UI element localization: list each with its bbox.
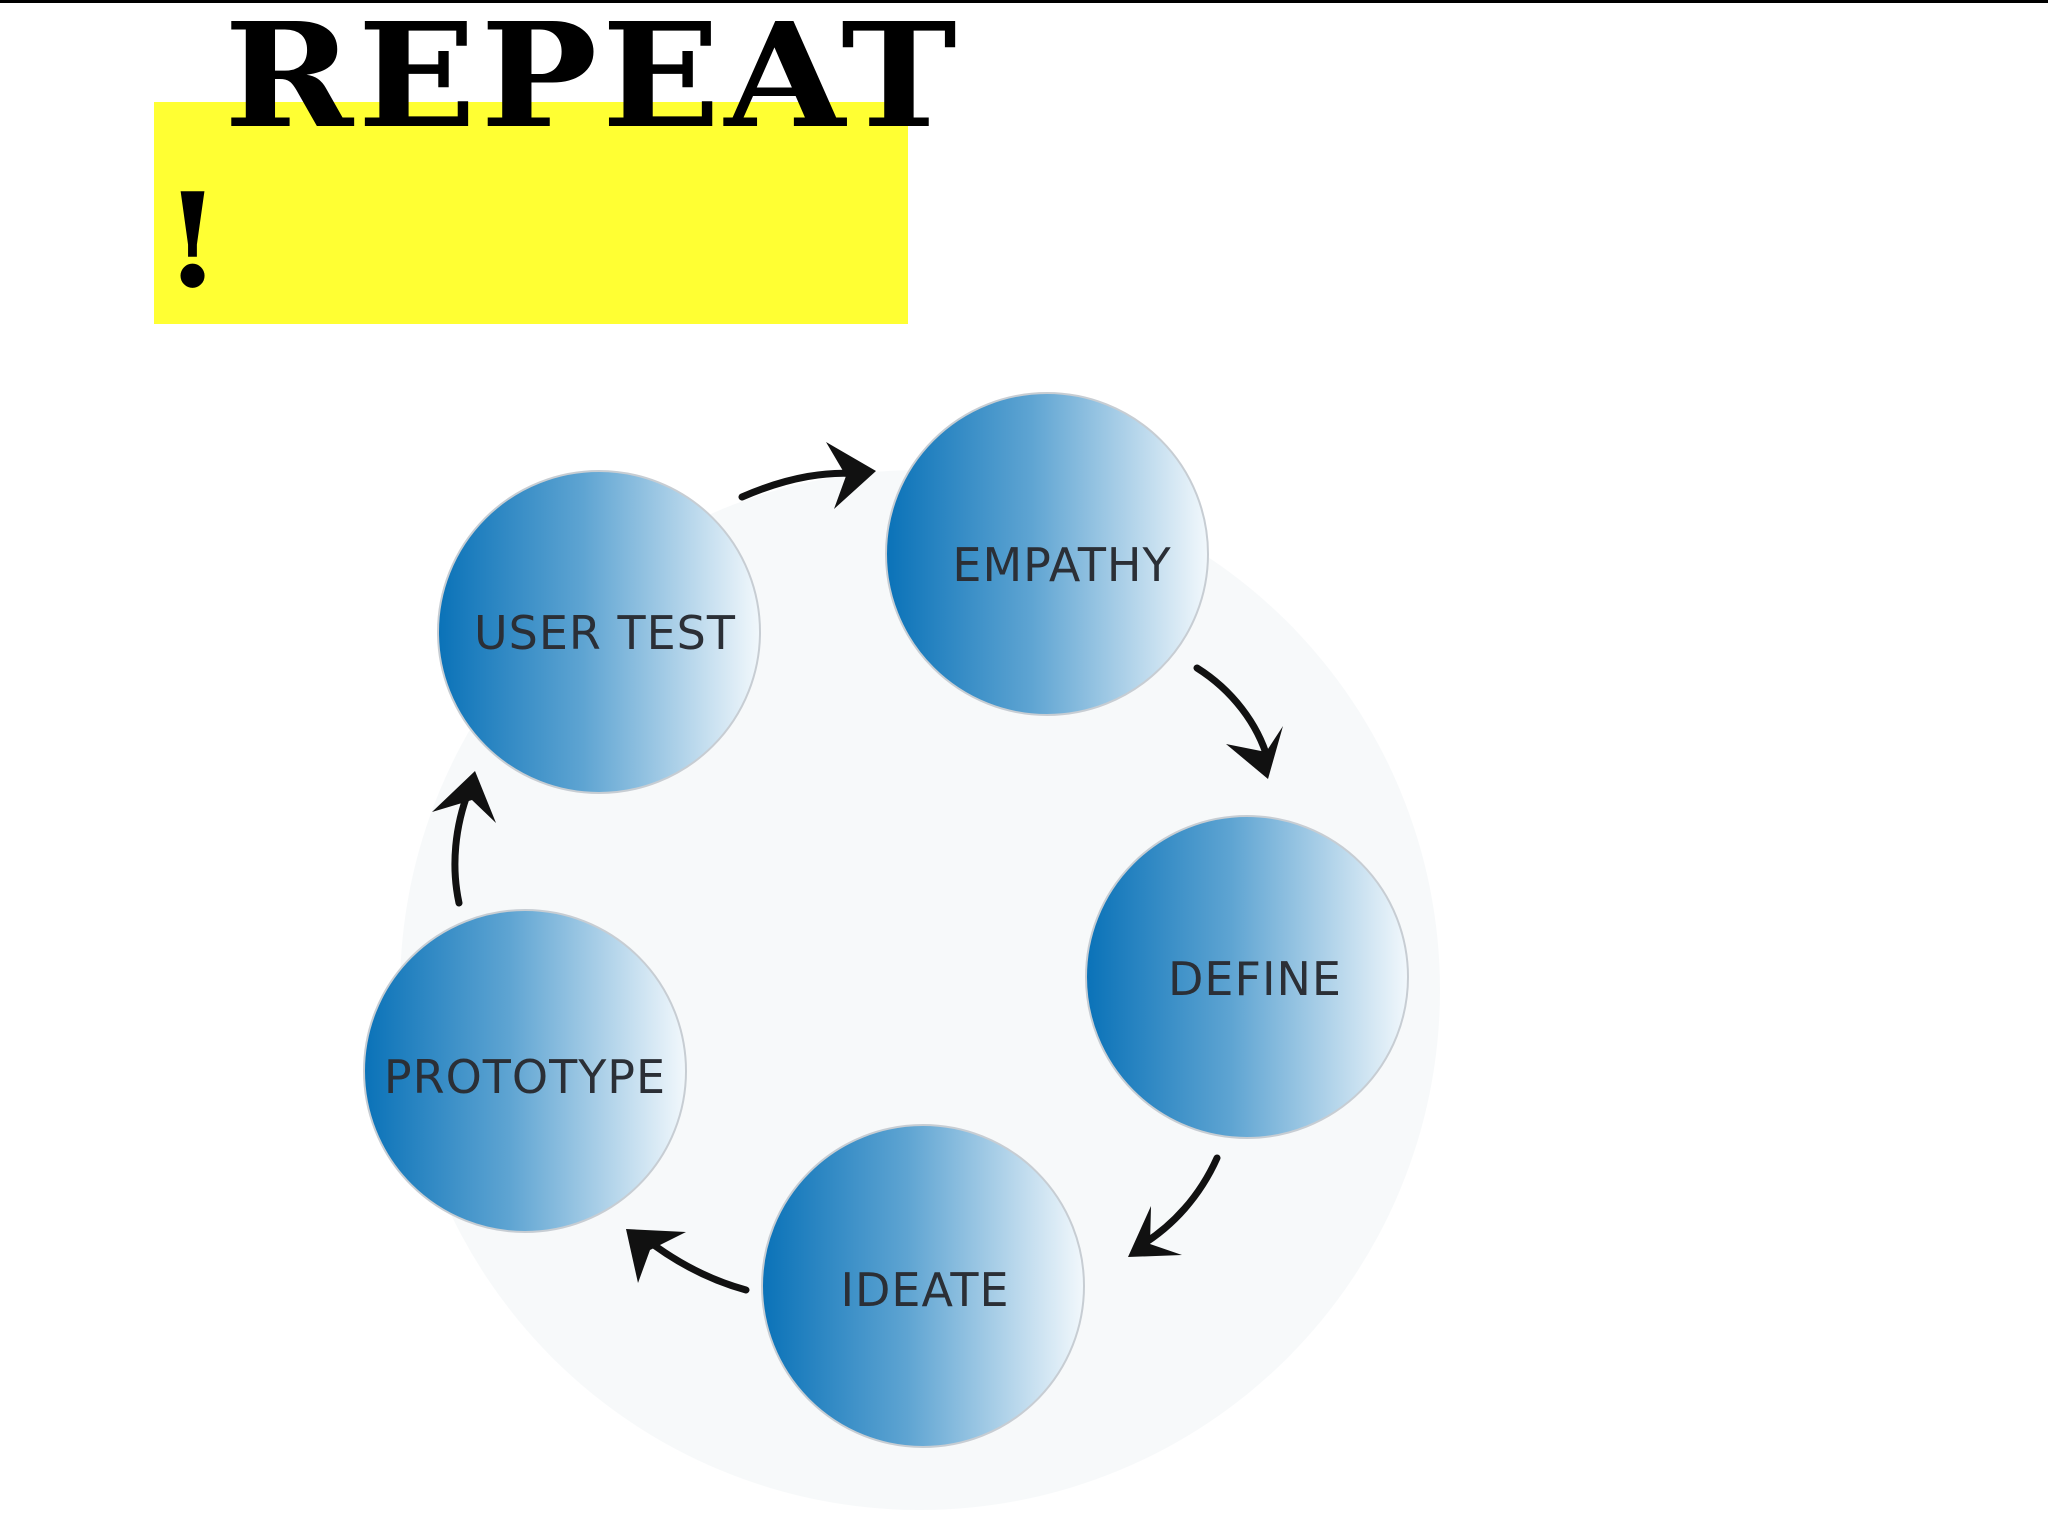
- title-exclamation: !: [164, 164, 222, 317]
- node-ideate: IDEATE: [761, 1124, 1085, 1448]
- arrow-empathy-to-define: [1193, 664, 1283, 779]
- node-prototype: PROTOTYPE: [363, 909, 687, 1233]
- arrow-user-test-to-empathy: [738, 442, 876, 509]
- node-user-test-label: USER TEST: [474, 606, 736, 660]
- top-rule: [0, 0, 2048, 3]
- title-text: REPEAT: [224, 0, 962, 160]
- arrow-prototype-to-user-test: [432, 771, 496, 907]
- title-highlight: [154, 102, 908, 324]
- arrow-define-to-ideate: [1128, 1154, 1221, 1257]
- node-empathy-label: EMPATHY: [952, 538, 1171, 592]
- node-ideate-label: IDEATE: [840, 1263, 1009, 1317]
- arrow-ideate-to-prototype: [626, 1229, 750, 1294]
- node-user-test: USER TEST: [437, 470, 761, 794]
- node-prototype-label: PROTOTYPE: [384, 1050, 666, 1104]
- node-empathy: EMPATHY: [885, 392, 1209, 716]
- node-define-label: DEFINE: [1168, 952, 1342, 1006]
- node-define: DEFINE: [1085, 815, 1409, 1139]
